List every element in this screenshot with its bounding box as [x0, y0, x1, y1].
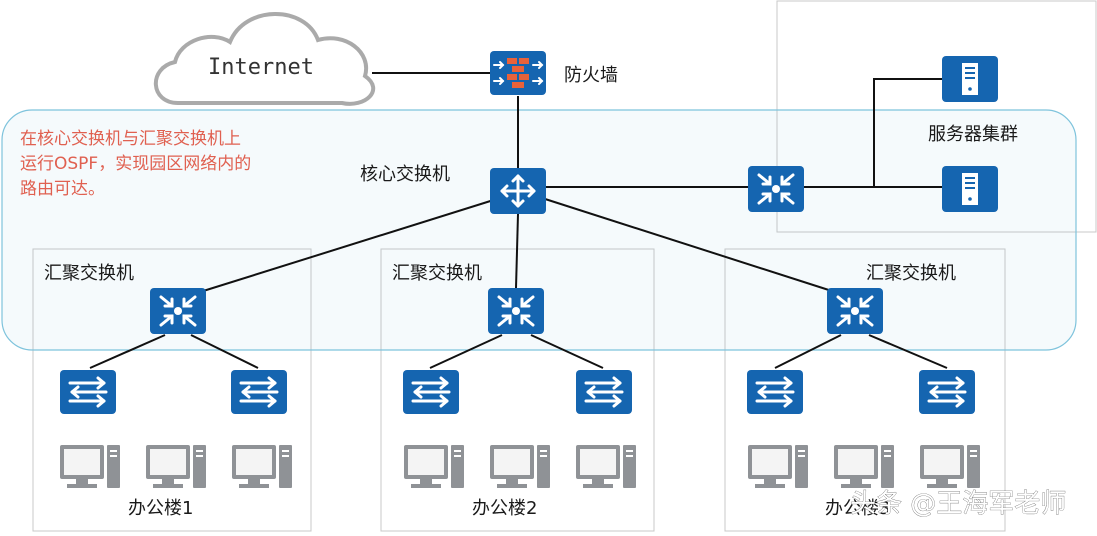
ospf-note-line-1: 在核心交换机与汇聚交换机上	[20, 129, 241, 149]
link-core-agg-1	[199, 197, 501, 293]
access-switch-2b-icon	[574, 368, 634, 416]
link-core-agg-2	[515, 213, 519, 289]
pc-icon	[576, 445, 636, 488]
server-switch-icon	[746, 164, 806, 214]
building-label-1: 办公楼1	[128, 498, 193, 519]
core-switch-icon	[488, 166, 548, 216]
links	[89, 72, 948, 369]
server-1-icon	[942, 56, 998, 102]
watermark-text: 头条 @王海军老师	[850, 489, 1066, 519]
access-switch-1a-icon	[58, 368, 118, 416]
aggregation-label-2: 汇聚交换机	[392, 263, 482, 284]
pc-icon	[834, 445, 894, 488]
aggregation-switch-3-icon	[825, 286, 885, 336]
aggregation-label-3: 汇聚交换机	[866, 263, 956, 284]
firewall-label: 防火墙	[564, 65, 618, 86]
server-cluster-box	[776, 0, 1097, 233]
ospf-note-line-2: 运行OSPF，实现园区网络内的	[20, 154, 251, 174]
ospf-area	[1, 109, 1077, 351]
aggregation-switch-1-icon	[148, 286, 208, 336]
internet-label: Internet	[208, 55, 314, 80]
link-core-agg-3	[541, 197, 836, 293]
core-switch-label: 核心交换机	[360, 164, 450, 185]
pc-icon	[232, 445, 292, 488]
pc-icon	[490, 445, 550, 488]
server-cluster-label: 服务器集群	[928, 124, 1018, 145]
internet-cloud-icon	[153, 12, 376, 106]
building-label-3: 办公楼3	[825, 498, 890, 519]
server-2-icon	[942, 166, 998, 212]
firewall-icon	[490, 51, 546, 95]
access-switch-2a-icon	[401, 368, 461, 416]
link-dc-server-1	[804, 78, 942, 188]
pc-icon	[404, 445, 464, 488]
aggregation-switch-2-icon	[486, 286, 546, 336]
aggregation-label-1: 汇聚交换机	[44, 263, 134, 284]
access-switch-3b-icon	[917, 368, 977, 416]
pc-icon	[920, 445, 980, 488]
pc-icon	[60, 445, 120, 488]
access-switch-3a-icon	[745, 368, 805, 416]
building-1-box	[32, 248, 312, 532]
pc-icon	[748, 445, 808, 488]
pc-icon	[146, 445, 206, 488]
access-switch-1b-icon	[229, 368, 289, 416]
building-label-2: 办公楼2	[472, 498, 537, 519]
building-3-box	[724, 248, 1006, 532]
ospf-note-line-3: 路由可达。	[20, 179, 105, 199]
